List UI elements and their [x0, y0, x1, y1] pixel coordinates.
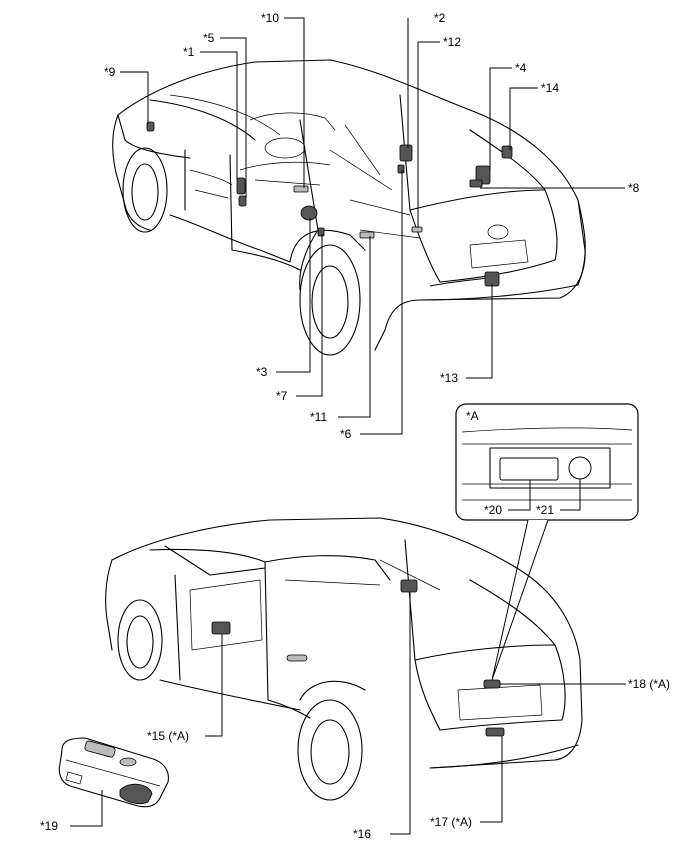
part-6: [397, 164, 405, 174]
label-16: *16: [353, 827, 371, 841]
label-1: *1: [183, 45, 195, 59]
top-labels: *9 *1 *5 *10 *2 *12 *4 *14 *8 *3 *7 *11 …: [104, 11, 640, 441]
part-4: [475, 165, 491, 185]
part-9: [146, 121, 155, 132]
label-3: *3: [256, 365, 268, 379]
key-fob: [58, 737, 169, 808]
part-16: [400, 579, 418, 593]
part-21: [568, 456, 592, 480]
bottom-vehicle: [105, 517, 583, 801]
top-leader-lines: [120, 17, 625, 435]
part-8: [469, 179, 483, 188]
label-13: *13: [440, 371, 458, 385]
label-8: *8: [628, 181, 640, 195]
label-14: *14: [541, 81, 559, 95]
part-13: [484, 271, 500, 287]
part-17: [485, 727, 505, 737]
label-20: *20: [484, 503, 502, 517]
label-19: *19: [40, 819, 58, 833]
part-13-harness: [429, 277, 489, 287]
part-2: [399, 144, 413, 162]
part-12: [411, 226, 423, 233]
label-17: *17 (*A): [430, 815, 472, 829]
label-7: *7: [276, 389, 288, 403]
label-15: *15 (*A): [147, 729, 189, 743]
part-15: [211, 621, 231, 635]
part-1: [236, 177, 246, 195]
inset-title: *A: [466, 409, 479, 423]
label-5: *5: [203, 31, 215, 45]
part-10: [293, 185, 309, 193]
inset-a: *A *20 *21: [455, 403, 639, 681]
label-11: *11: [310, 410, 327, 424]
part-5: [238, 195, 247, 207]
bottom-labels: *15 (*A) *16 *18 (*A) *17 (*A) *19: [40, 677, 670, 841]
label-10: *10: [261, 11, 279, 25]
part-11: [359, 231, 375, 239]
label-12: *12: [443, 35, 461, 49]
part-18: [483, 679, 501, 689]
top-vehicle: [112, 59, 586, 356]
bottom-leader-lines: [70, 592, 626, 835]
label-21: *21: [536, 503, 554, 517]
label-4: *4: [515, 61, 527, 75]
part-3: [300, 205, 318, 221]
label-2: *2: [434, 11, 446, 25]
part-20: [499, 457, 559, 481]
label-6: *6: [340, 427, 352, 441]
label-9: *9: [104, 65, 116, 79]
label-18: *18 (*A): [628, 677, 670, 691]
part-7: [317, 227, 325, 237]
